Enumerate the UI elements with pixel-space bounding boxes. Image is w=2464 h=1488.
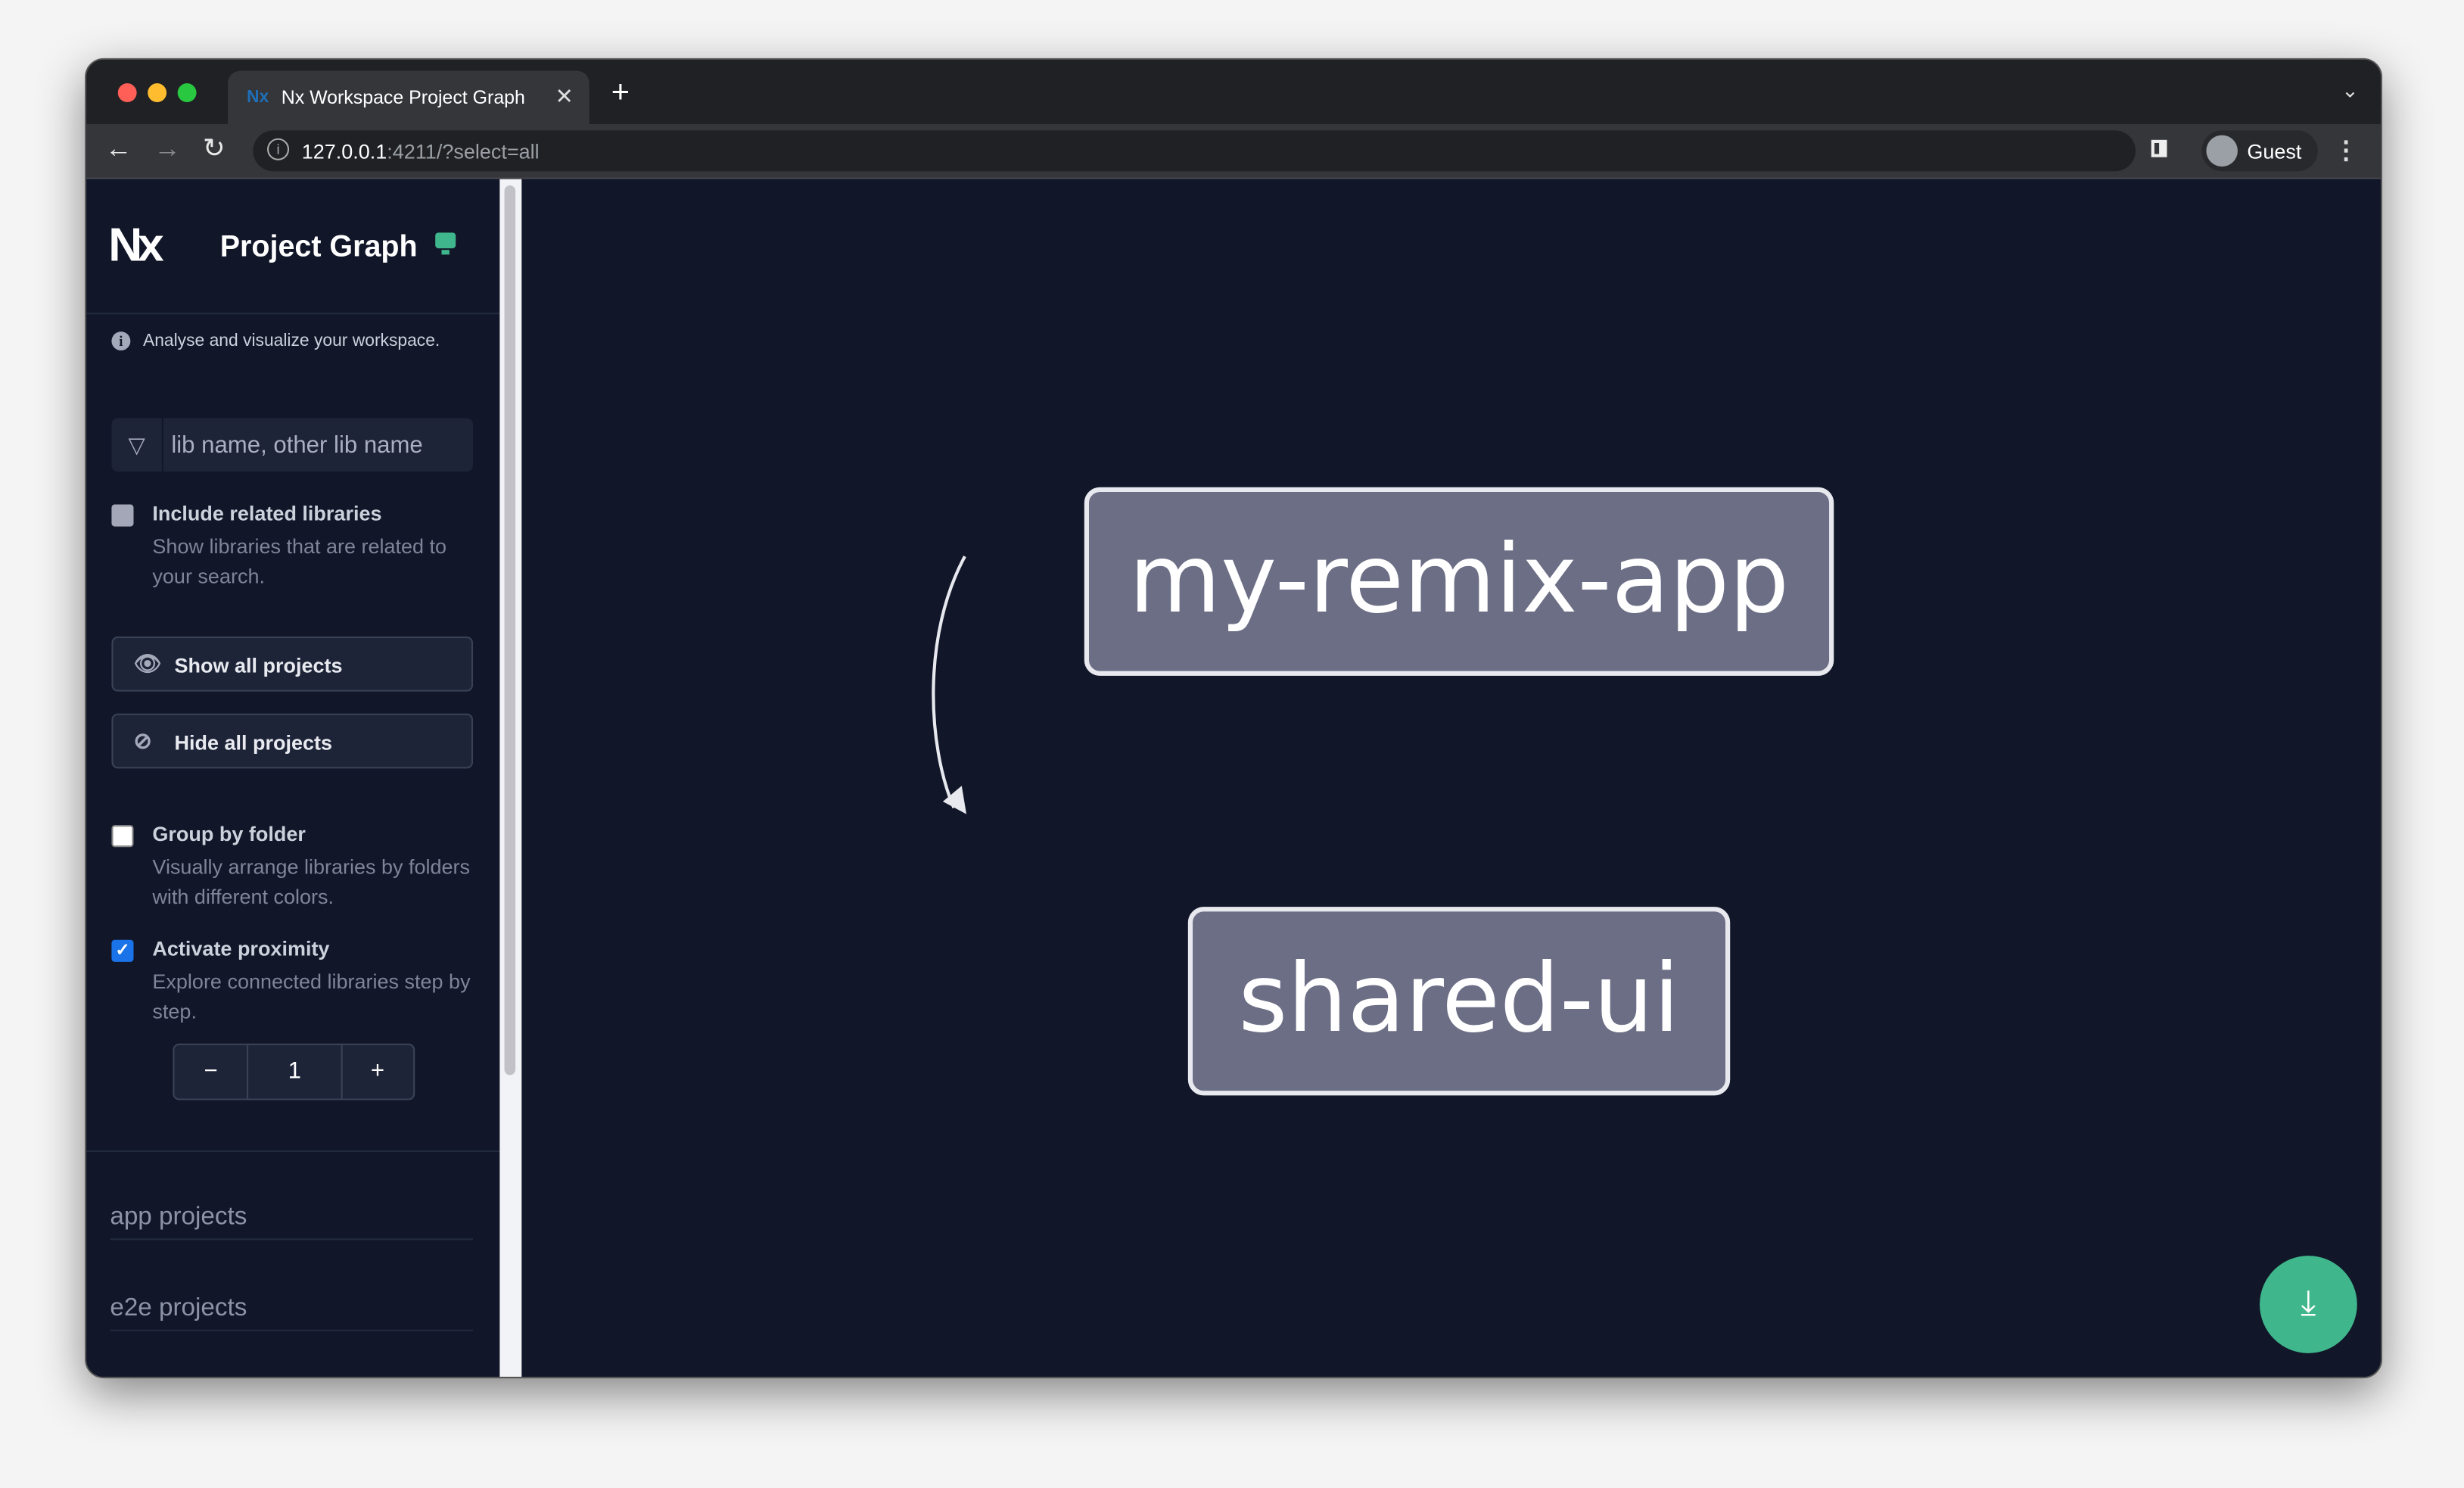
side-panel-icon[interactable] [2151,139,2167,157]
browser-tab[interactable]: Nx Nx Workspace Project Graph ✕ [228,70,590,125]
group-by-folder-label: Group by folder [152,822,306,846]
edge-arrowhead [942,786,967,814]
hide-all-projects-button[interactable]: ⊘ Hide all projects [111,713,474,769]
tab-title: Nx Workspace Project Graph [281,86,525,109]
increment-button[interactable]: + [370,1057,385,1085]
info-text-label: Analyse and visualize your workspace. [142,332,440,351]
divider [86,1150,500,1153]
eye-icon: 👁 [133,650,162,676]
download-icon: ⤓ [2301,1282,2316,1322]
group-by-folder-description: Visually arrange libraries by folders wi… [152,855,471,909]
new-tab-button[interactable]: + [611,75,630,111]
url-host: 127.0.0.1 [301,139,387,163]
info-circle-icon: i [111,332,131,351]
graph-edges [932,556,967,814]
close-tab-icon[interactable]: ✕ [555,83,574,109]
proximity-value[interactable]: 1 [249,1044,342,1099]
search-input[interactable] [171,418,462,472]
divider [86,313,500,315]
sidebar-scrollbar[interactable] [499,179,522,1377]
forward-button[interactable]: → [154,133,181,163]
section-e2e-projects[interactable]: e2e projects [110,1295,474,1331]
sidebar: Nx Project Graph i Analyse and visualize … [86,179,500,1377]
node-shared-ui[interactable]: shared-ui [1187,907,1731,1096]
node-my-remix-app[interactable]: my-remix-app [1084,487,1834,676]
include-related-description: Show libraries that are related to your … [152,534,447,588]
browser-window: Nx Nx Workspace Project Graph ✕ + ⌄ ← → … [85,58,2382,1379]
include-related-label: Include related libraries [152,501,382,525]
info-text: i Analyse and visualize your workspace. [111,332,440,351]
url-path: :4211/?select=all [387,139,540,163]
scrollbar-thumb[interactable] [504,185,516,1076]
search-field[interactable]: ▽ [111,418,474,472]
activate-proximity-label: Activate proximity [152,936,330,960]
nx-favicon-icon: Nx [247,88,269,107]
profile-button[interactable]: Guest [2201,130,2318,172]
page-title: Project Graph [219,231,418,264]
tab-bar: Nx Nx Workspace Project Graph ✕ + ⌄ [86,59,2381,125]
activate-proximity-checkbox[interactable]: ✓ [111,939,134,962]
activate-proximity-description: Explore connected libraries step by step… [152,970,471,1023]
show-all-projects-button[interactable]: 👁 Show all projects [111,636,474,692]
close-window-button[interactable] [117,83,137,102]
minimize-window-button[interactable] [148,83,167,102]
group-by-folder-checkbox[interactable] [111,825,134,848]
browser-toolbar: ← → ↻ i 127.0.0.1:4211/?select=all Guest… [86,124,2381,179]
address-bar[interactable]: i 127.0.0.1:4211/?select=all [253,130,2136,172]
eye-slash-icon: ⊘ [133,727,152,753]
more-menu-icon[interactable]: ⋮ [2333,138,2359,166]
filter-icon: ▽ [111,418,163,472]
include-related-checkbox[interactable] [111,504,134,527]
maximize-window-button[interactable] [177,83,197,102]
hide-all-label: Hide all projects [174,730,333,755]
graph-canvas[interactable]: my-remix-app shared-ui ⤓ [521,179,2381,1377]
show-all-label: Show all projects [174,653,343,677]
profile-label: Guest [2247,139,2302,163]
info-icon[interactable]: i [267,138,290,160]
avatar-icon [2206,135,2238,167]
chevron-down-icon[interactable]: ⌄ [2341,78,2359,102]
decrement-button[interactable]: − [174,1044,249,1099]
nx-logo: Nx [108,219,163,272]
reload-button[interactable]: ↻ [202,133,226,163]
monitor-icon [435,232,456,255]
download-button[interactable]: ⤓ [2260,1256,2357,1353]
back-button[interactable]: ← [105,133,132,163]
edge-my-remix-app-to-shared-ui [932,556,966,809]
section-app-projects[interactable]: app projects [110,1204,474,1241]
proximity-stepper: − 1 + [173,1043,415,1100]
